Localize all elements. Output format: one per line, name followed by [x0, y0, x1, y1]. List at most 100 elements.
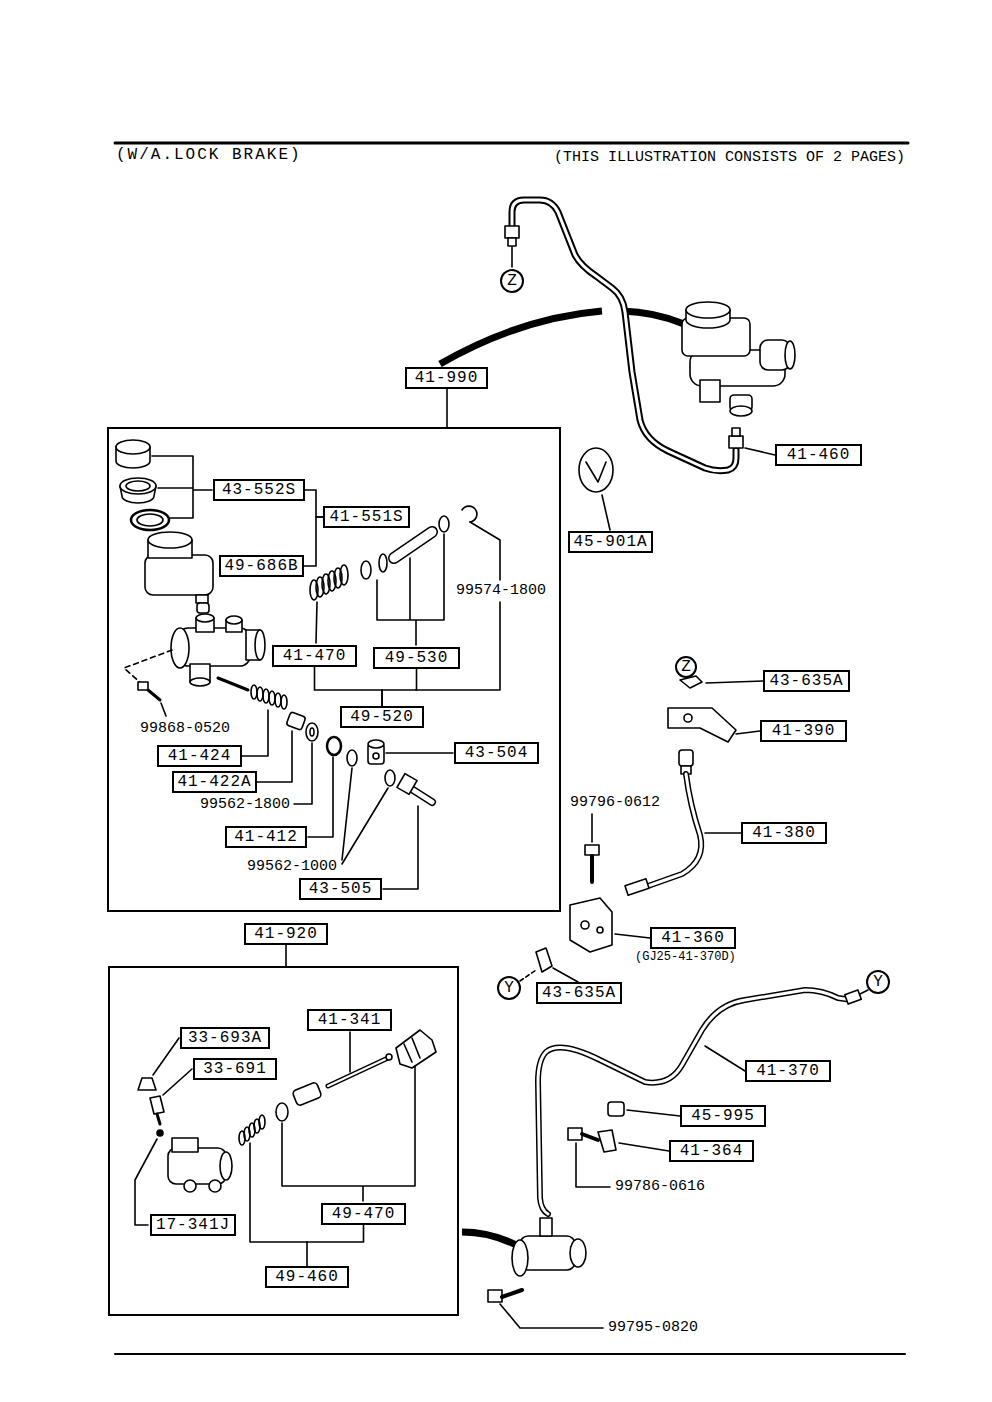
pipe-fittings	[736, 731, 760, 734]
master-cylinder	[682, 302, 795, 416]
part-drawing	[579, 448, 613, 492]
part-number-label: (GJ25-41-370D)	[634, 950, 737, 964]
slave-cylinder-parts	[150, 1096, 164, 1114]
part-number-label: 99786-0616	[614, 1178, 706, 1195]
callout-number: 41-551S	[329, 508, 403, 526]
reservoir	[145, 532, 213, 613]
drawing	[115, 143, 908, 1354]
bracket-line	[382, 669, 417, 706]
callout-box: 43-504	[454, 742, 539, 764]
primary-piston-parts	[462, 506, 477, 522]
page-title-holder: (W/A.LOCK BRAKE)	[115, 147, 303, 163]
piston-parts	[342, 768, 388, 864]
callout-box: 49-460	[265, 1266, 349, 1288]
page-note-holder: (THIS ILLUSTRATION CONSISTS OF 2 PAGES)	[553, 150, 906, 165]
slave-cylinder-parts	[404, 1038, 420, 1062]
reservoir-cap-set	[116, 440, 150, 454]
slave-cylinder-parts	[157, 1114, 160, 1124]
part-number-label: 99574-1800	[455, 582, 547, 599]
piston-parts	[251, 685, 257, 699]
pipe-fittings	[625, 879, 649, 895]
slave-cylinder-parts	[135, 1139, 157, 1225]
slave-cylinder-parts	[153, 1038, 179, 1075]
callout-box: 41-390	[760, 720, 847, 742]
part-number-label: 99562-1800	[199, 796, 291, 813]
callout-number: 49-460	[275, 1268, 339, 1286]
reservoir	[196, 595, 208, 603]
callout-box: 43-635A	[536, 982, 622, 1004]
brake-pipe	[505, 200, 775, 471]
group-leader	[286, 389, 447, 966]
reference-letter: Y	[504, 979, 514, 997]
piston-parts	[410, 788, 432, 802]
callout-number: 41-370	[756, 1062, 820, 1080]
callout-box: 41-380	[741, 822, 827, 844]
primary-piston-parts	[377, 534, 444, 645]
part-number-label-holder: 99868-0520	[139, 721, 231, 736]
piston-parts	[386, 752, 453, 754]
pipe-fittings	[576, 1143, 610, 1187]
rule-line	[115, 143, 908, 1354]
callout-number: 17-341J	[156, 1216, 230, 1234]
slave-cylinder-parts	[292, 1082, 322, 1107]
callout-box: 41-422A	[172, 771, 257, 793]
callout-box: 41-370	[745, 1060, 831, 1082]
reservoir	[197, 603, 209, 613]
piston-parts	[308, 757, 333, 837]
slave-cylinder-parts	[328, 1058, 388, 1086]
callout-box: 49-686B	[219, 555, 304, 577]
callout-number: 41-412	[234, 828, 298, 846]
slave-cylinder-parts	[163, 1069, 192, 1095]
callout-box: 41-460	[775, 444, 862, 466]
part-drawing	[579, 448, 613, 530]
slave-cylinder-parts	[250, 1143, 307, 1242]
rule-line	[115, 1353, 905, 1355]
brake-pipe	[505, 226, 519, 238]
cylinder-body	[196, 614, 214, 622]
pipe-fittings	[668, 708, 736, 742]
callout-box: 41-364	[669, 1140, 754, 1162]
callout-box: 45-901A	[568, 531, 653, 553]
group-leader	[285, 945, 287, 966]
reference-circle: Y	[866, 970, 890, 994]
reservoir-cap-set	[120, 478, 156, 494]
part-number-label: 99868-0520	[139, 720, 231, 737]
callout-number: 45-995	[691, 1107, 755, 1125]
pipe-fittings	[679, 750, 693, 766]
primary-piston-parts	[379, 554, 387, 572]
master-cylinder	[785, 341, 795, 369]
bracket-line	[315, 667, 383, 706]
primary-piston-parts	[361, 561, 371, 579]
part-number-label: 99796-0612	[569, 794, 661, 811]
cylinder-body	[124, 650, 172, 686]
primary-piston-parts	[340, 565, 348, 585]
callout-box: 43-635A	[763, 670, 850, 692]
pipe-fittings	[590, 856, 594, 882]
cylinder-body	[148, 690, 160, 700]
callout-box: 45-995	[680, 1105, 766, 1127]
piston-parts	[368, 740, 384, 748]
callout-number: 45-901A	[573, 533, 647, 551]
callout-box: 41-551S	[323, 506, 410, 528]
piston-parts	[327, 737, 341, 755]
pipe-fittings	[598, 1130, 616, 1152]
pipe-fittings	[597, 927, 603, 933]
slave-cylinder	[512, 1240, 528, 1276]
pipe-fittings	[615, 934, 650, 938]
slave-cylinder-parts	[135, 1030, 436, 1242]
callout-number: 43-552S	[222, 481, 296, 499]
pipe-fittings	[706, 681, 763, 683]
reservoir-cap-set	[116, 440, 212, 530]
callout-number: 43-635A	[542, 984, 616, 1002]
pipe-fittings	[627, 1110, 680, 1116]
cylinder-body	[161, 703, 166, 716]
callout-number: 43-635A	[769, 672, 843, 690]
callout-number: 49-520	[350, 708, 414, 726]
bracket-line	[307, 1225, 364, 1266]
callout-number: 49-470	[332, 1205, 396, 1223]
primary-piston-parts	[316, 602, 317, 643]
piston-parts	[294, 743, 312, 804]
callout-number: 49-686B	[224, 557, 298, 575]
pipe-fittings	[705, 1046, 745, 1071]
